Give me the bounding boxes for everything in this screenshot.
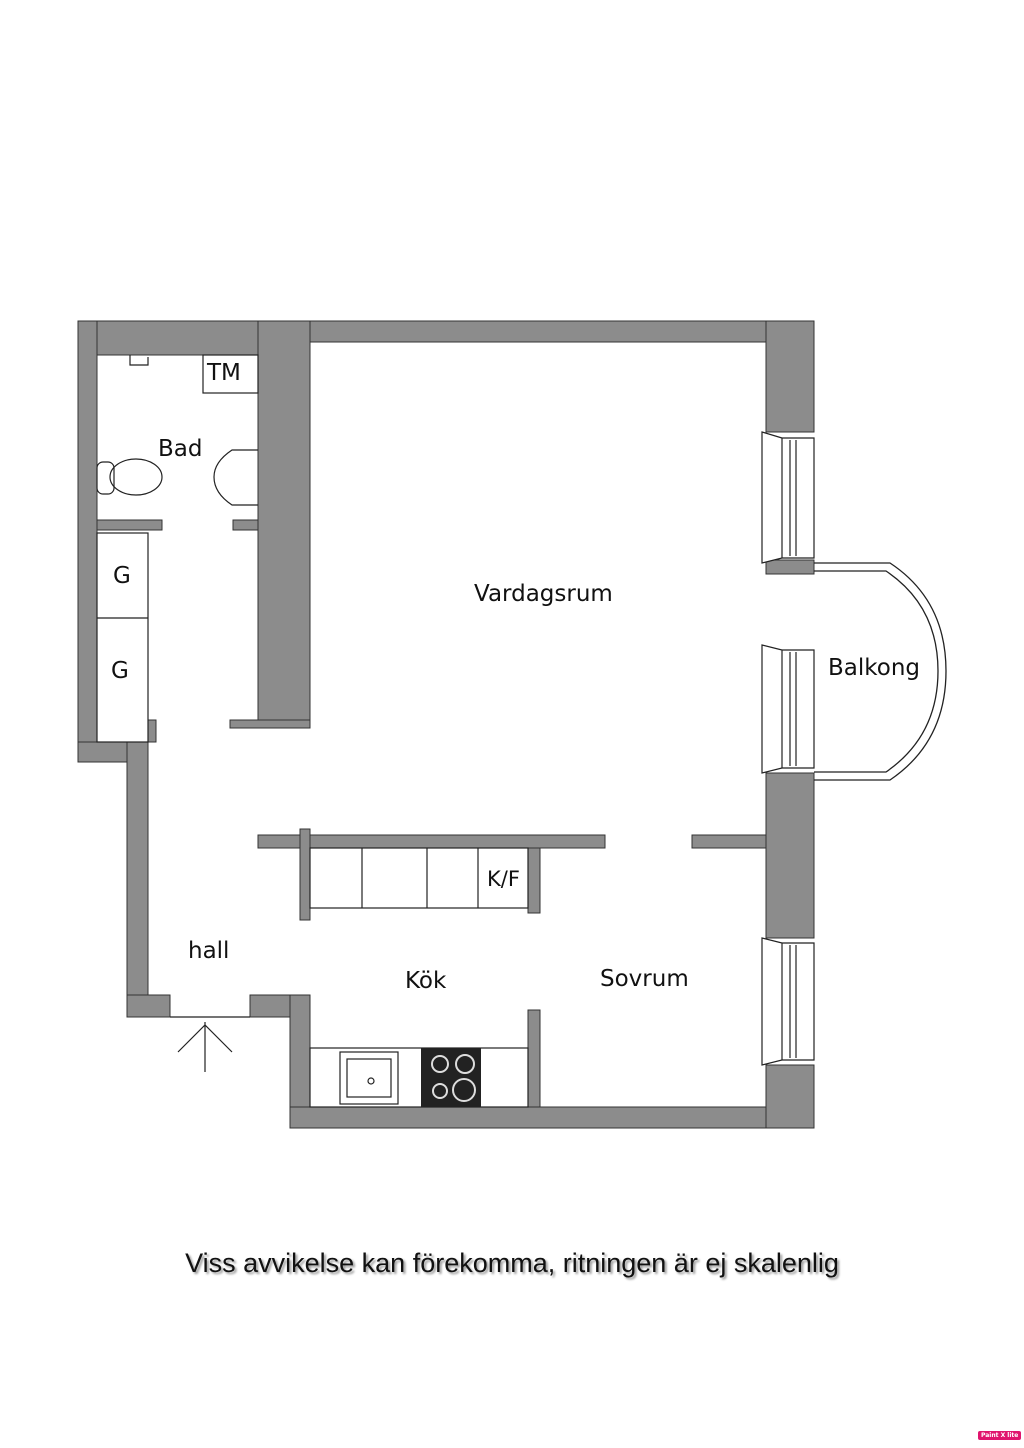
label-hall: hall bbox=[188, 938, 230, 964]
balcony-outline bbox=[814, 562, 947, 781]
label-kok: Kök bbox=[405, 968, 447, 994]
windows bbox=[761, 431, 815, 1066]
fixtures bbox=[96, 354, 529, 1108]
label-kf: K/F bbox=[487, 867, 520, 891]
watermark-logo: Paint X lite bbox=[978, 1431, 1022, 1440]
label-balkong: Balkong bbox=[828, 655, 921, 681]
label-closet-1: G bbox=[113, 563, 131, 589]
walls bbox=[77, 320, 815, 1129]
label-vardagsrum: Vardagsrum bbox=[474, 581, 613, 607]
entrance-arrow-icon bbox=[177, 1022, 233, 1072]
disclaimer-text: Viss avvikelse kan förekomma, ritningen … bbox=[185, 1248, 839, 1278]
toilet-icon bbox=[109, 458, 163, 496]
stove-icon bbox=[421, 1048, 481, 1107]
label-closet-2: G bbox=[111, 658, 129, 684]
washbasin-icon bbox=[213, 449, 258, 506]
label-tm: TM bbox=[207, 360, 241, 386]
label-sovrum: Sovrum bbox=[600, 966, 689, 992]
kitchen-sink-icon bbox=[339, 1051, 399, 1105]
label-bad: Bad bbox=[158, 436, 203, 462]
